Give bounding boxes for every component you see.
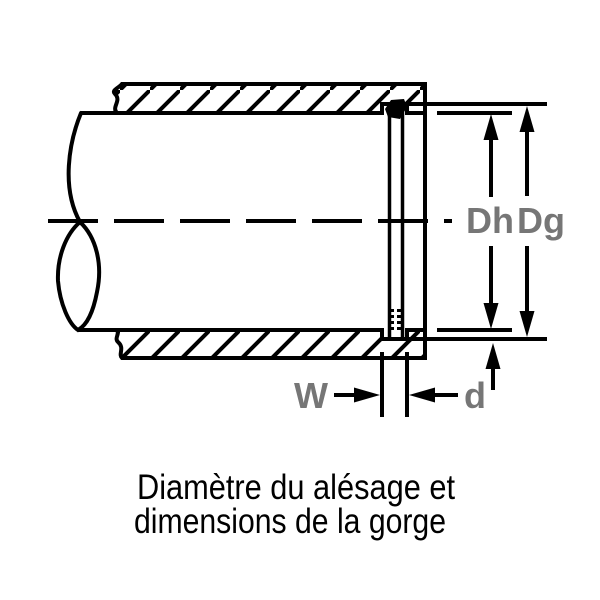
housing-top-wall — [111, 82, 427, 115]
d-arrow-up — [485, 343, 501, 369]
dh-arrow-up — [483, 114, 499, 140]
housing-bottom-wall — [113, 328, 427, 360]
caption-line-1: Diamètre du alésage et — [137, 468, 455, 507]
ring-section-bottom — [389, 309, 402, 330]
caption: Diamètre du alésage et dimensions de la … — [134, 468, 455, 541]
dimension-d: d — [409, 343, 501, 416]
break-line — [55, 111, 102, 333]
retaining-ring — [385, 99, 407, 338]
dimension-w: W — [294, 352, 409, 417]
ring-section-top — [385, 99, 407, 119]
dimension-dg: Dg — [407, 102, 565, 341]
d-label: d — [464, 375, 486, 416]
dg-arrow-up — [519, 106, 535, 132]
housing-section — [111, 82, 427, 360]
caption-line-2: dimensions de la gorge — [134, 502, 446, 541]
dg-label: Dg — [517, 200, 565, 241]
d-arrow-left — [409, 387, 435, 403]
dh-label: Dh — [466, 200, 514, 241]
w-label: W — [294, 375, 328, 416]
dg-arrow-down — [519, 311, 535, 337]
dimension-dh: Dh — [437, 111, 514, 332]
w-arrow-right — [354, 387, 380, 403]
dh-arrow-down — [483, 303, 499, 329]
